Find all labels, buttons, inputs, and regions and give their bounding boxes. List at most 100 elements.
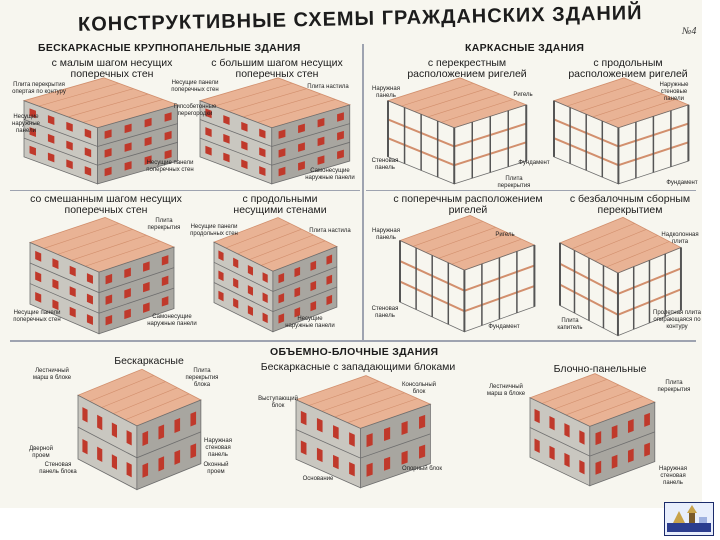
building-overhang-blocks — [294, 375, 432, 489]
window — [294, 266, 301, 278]
label-base-10: Основание — [302, 476, 334, 482]
window — [294, 287, 301, 298]
roof-joint — [571, 223, 635, 250]
window — [190, 411, 197, 427]
floor-line — [77, 426, 202, 459]
window — [66, 140, 73, 151]
block-divider — [10, 340, 696, 342]
window — [241, 140, 248, 151]
label-girder-7: Ригель — [495, 232, 515, 238]
label-foundation-3: Фундамент — [518, 160, 550, 166]
roof-joint — [82, 99, 163, 123]
window — [300, 440, 307, 455]
roof-joint — [577, 396, 643, 421]
roof-joint — [228, 88, 307, 112]
window — [52, 299, 59, 311]
window — [218, 270, 224, 282]
label-cross-wall-panels-2: Несущие панели поперечных стен — [171, 80, 219, 93]
label-block-wall-panel-9: Стеновая панель блока — [39, 462, 77, 475]
window — [223, 133, 230, 144]
window — [326, 254, 333, 265]
building-cross-girders — [386, 77, 528, 185]
window — [278, 273, 285, 284]
window — [401, 450, 408, 465]
caption-cross-girders: с перекрестным расположением ригелей — [407, 57, 527, 80]
window — [142, 430, 149, 446]
window — [144, 117, 152, 128]
roof-joint — [242, 93, 322, 118]
window — [627, 448, 634, 463]
window — [164, 112, 172, 122]
floor-line — [213, 282, 338, 313]
window — [579, 460, 585, 475]
label-outer-wall-panel-9: Наружная стеновая панель — [204, 438, 232, 458]
label-longitudinal-wall-panels-6: Несущие панели продольных стен — [190, 224, 238, 237]
window — [317, 117, 325, 128]
building-frameless-blocks — [77, 368, 202, 491]
roof-joint — [592, 93, 663, 118]
roof-joint — [566, 82, 637, 107]
caption-transverse-girders: с поперечным расположением ригелей — [393, 193, 543, 216]
roof-joint — [257, 99, 336, 123]
building-small-step — [22, 77, 179, 185]
floor-line — [529, 427, 655, 457]
window — [579, 430, 585, 445]
label-cantilever-block-10: Консольный блок — [401, 382, 437, 395]
window — [262, 312, 268, 324]
window — [218, 290, 224, 302]
roof-joint — [347, 398, 418, 423]
window — [35, 291, 42, 303]
label-column-slab-8: Надколонная плита — [661, 232, 699, 245]
window — [144, 136, 152, 147]
window — [47, 133, 55, 144]
window — [259, 128, 266, 139]
window — [104, 166, 112, 177]
label-bearing-cross-walls-5: Несущие панели поперечных стен — [13, 310, 61, 323]
window — [419, 444, 426, 459]
caption-large-step: с большим шагом несущих поперечных стен — [211, 57, 343, 80]
window — [298, 161, 305, 171]
window — [104, 129, 112, 139]
window — [69, 265, 76, 277]
window — [534, 408, 540, 424]
window — [233, 277, 239, 289]
label-self-bearing-panels-5: Самонесущие наружные панели — [147, 314, 197, 327]
window — [333, 454, 339, 470]
floor-line — [387, 137, 527, 167]
sheet-number: №4 — [682, 26, 697, 37]
label-floor-slab-6: Плита настила — [309, 228, 351, 234]
window — [534, 438, 540, 453]
window — [144, 155, 152, 165]
label-stair-block-11: Лестничный марш в блоке — [486, 384, 526, 397]
window — [278, 313, 285, 324]
label-outer-wall-panels-4: Наружные стеновые панели — [659, 82, 689, 102]
window — [143, 302, 150, 313]
roof-joint — [53, 88, 134, 112]
caption-longitudinal-walls: с продольными несущими стенами — [233, 193, 327, 216]
window — [310, 301, 317, 312]
window — [84, 166, 92, 176]
roof-joint — [68, 93, 149, 118]
window — [86, 273, 93, 284]
floor-line — [213, 261, 338, 292]
window — [241, 159, 248, 170]
window — [595, 431, 602, 446]
label-wall-panel-7: Стеновая панель — [371, 306, 399, 319]
window — [142, 462, 149, 478]
window — [105, 314, 113, 326]
floor-line — [199, 119, 350, 147]
window — [126, 461, 132, 478]
logo-emblem-icon — [667, 505, 711, 532]
label-outer-panel-3: Наружная панель — [372, 86, 400, 99]
vertical-divider — [362, 44, 364, 340]
roof-joint — [427, 93, 500, 118]
window — [259, 147, 266, 158]
window — [262, 292, 268, 304]
floor-line — [399, 280, 535, 313]
building-beamless — [559, 216, 682, 337]
window — [174, 449, 181, 465]
window — [337, 112, 344, 122]
window — [549, 416, 555, 431]
building-longitudinal-walls — [213, 217, 338, 333]
window — [644, 442, 650, 457]
